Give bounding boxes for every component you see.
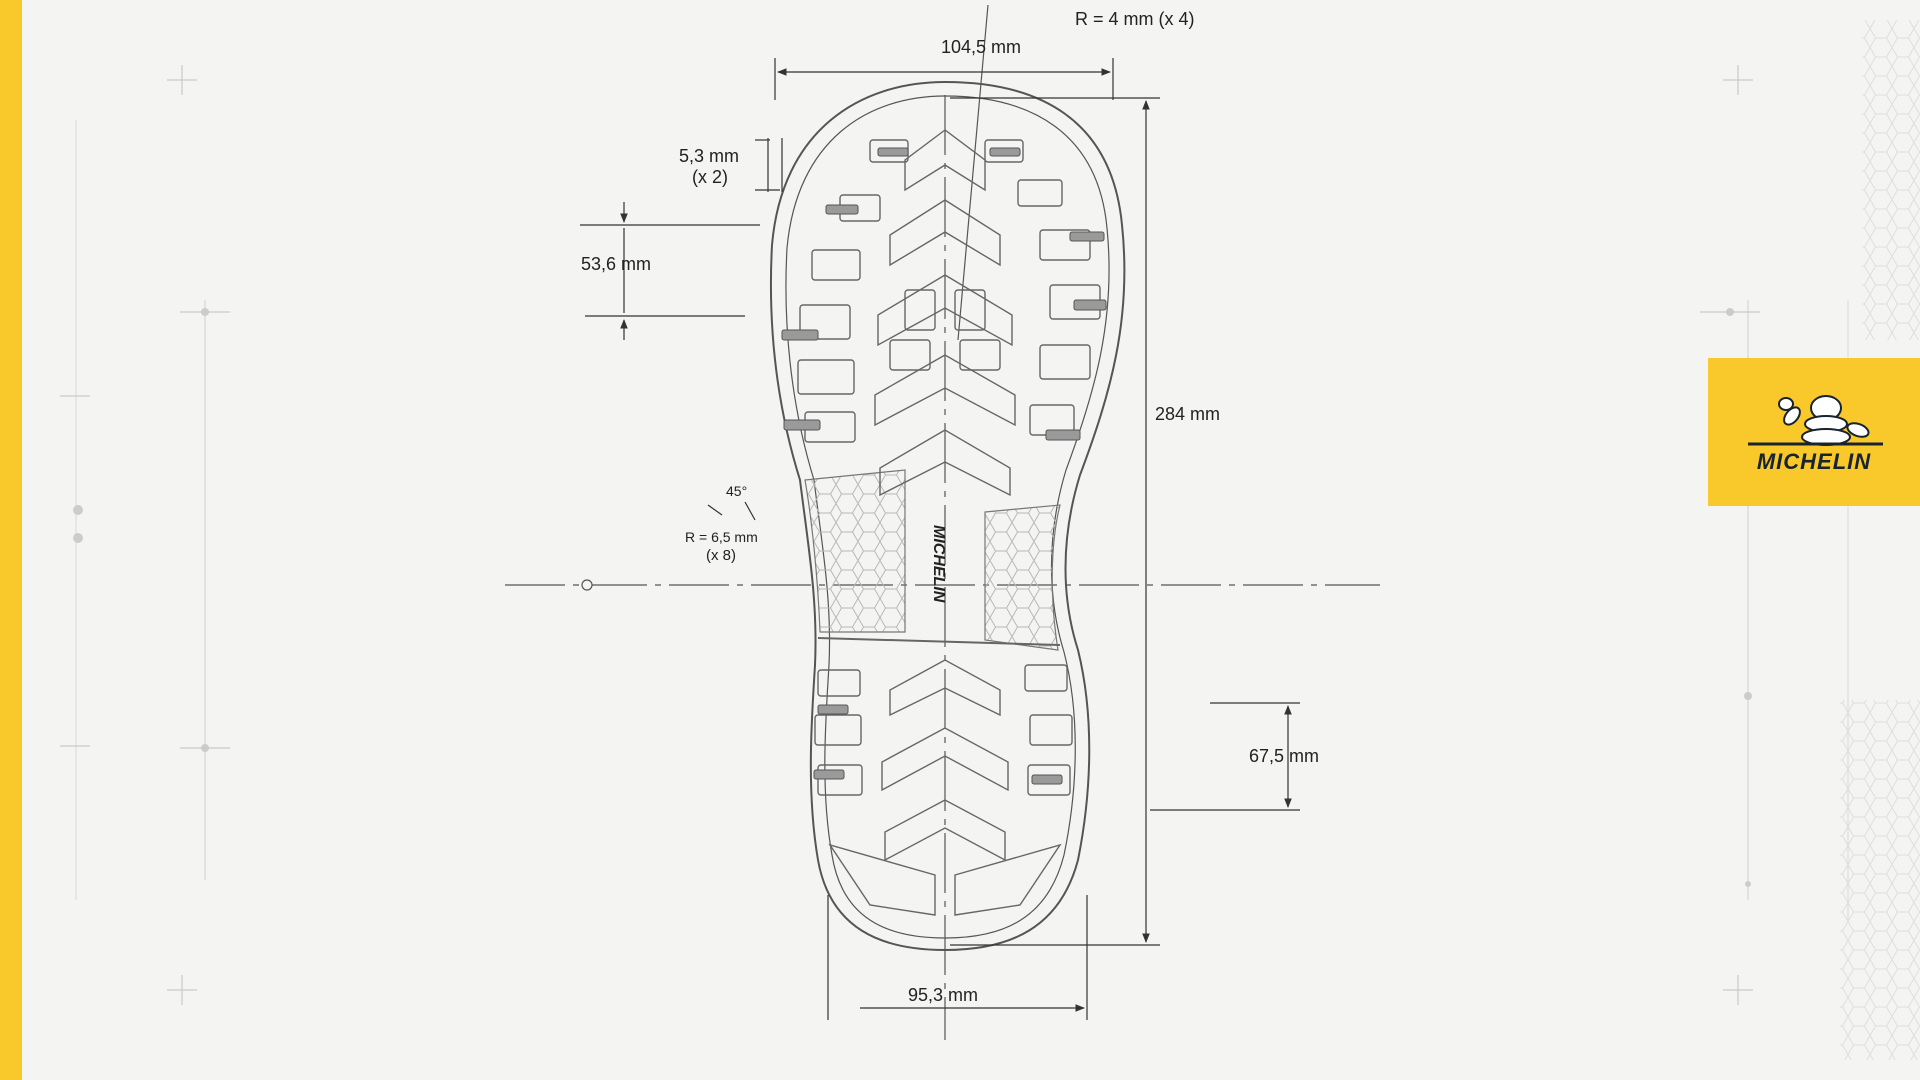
forefoot-width-label: 104,5 mm bbox=[941, 37, 1021, 57]
lug-depth-count-label: (x 2) bbox=[692, 167, 728, 187]
sole-mark-text: MICHELIN bbox=[930, 525, 947, 603]
sole-michelin-mark: MICHELIN bbox=[930, 525, 947, 603]
sole-outline bbox=[769, 80, 1126, 952]
corner-radius-label: R = 6,5 mm bbox=[685, 529, 758, 545]
corner-radius-count-label: (x 8) bbox=[706, 547, 736, 564]
heel-width-label: 95,3 mm bbox=[908, 985, 978, 1005]
accent-strip bbox=[0, 0, 22, 1080]
tread-lugs bbox=[797, 129, 1101, 916]
angle-label: 45° bbox=[726, 483, 747, 499]
centre-lines bbox=[505, 4, 1380, 1040]
michelin-logo: MICHELIN bbox=[1708, 358, 1920, 506]
honeycomb-texture bbox=[1862, 20, 1920, 340]
heel-length-label: 67,5 mm bbox=[1249, 746, 1319, 766]
dimension-labels: R = 4 mm (x 4) 104,5 mm 5,3 mm (x 2) 53,… bbox=[581, 9, 1319, 1005]
top-radius-label: R = 4 mm (x 4) bbox=[1075, 9, 1195, 29]
lug-pitch-label: 53,6 mm bbox=[581, 254, 651, 274]
michelin-man-icon bbox=[1748, 395, 1883, 446]
edge-lugs bbox=[781, 147, 1107, 785]
dimension-lines bbox=[580, 58, 1300, 1020]
honeycomb-texture bbox=[1840, 700, 1920, 1060]
total-length-label: 284 mm bbox=[1155, 404, 1220, 424]
michelin-wordmark: MICHELIN bbox=[1756, 449, 1872, 474]
midfoot-honeycomb bbox=[804, 469, 1061, 651]
lug-depth-label: 5,3 mm bbox=[679, 146, 739, 166]
